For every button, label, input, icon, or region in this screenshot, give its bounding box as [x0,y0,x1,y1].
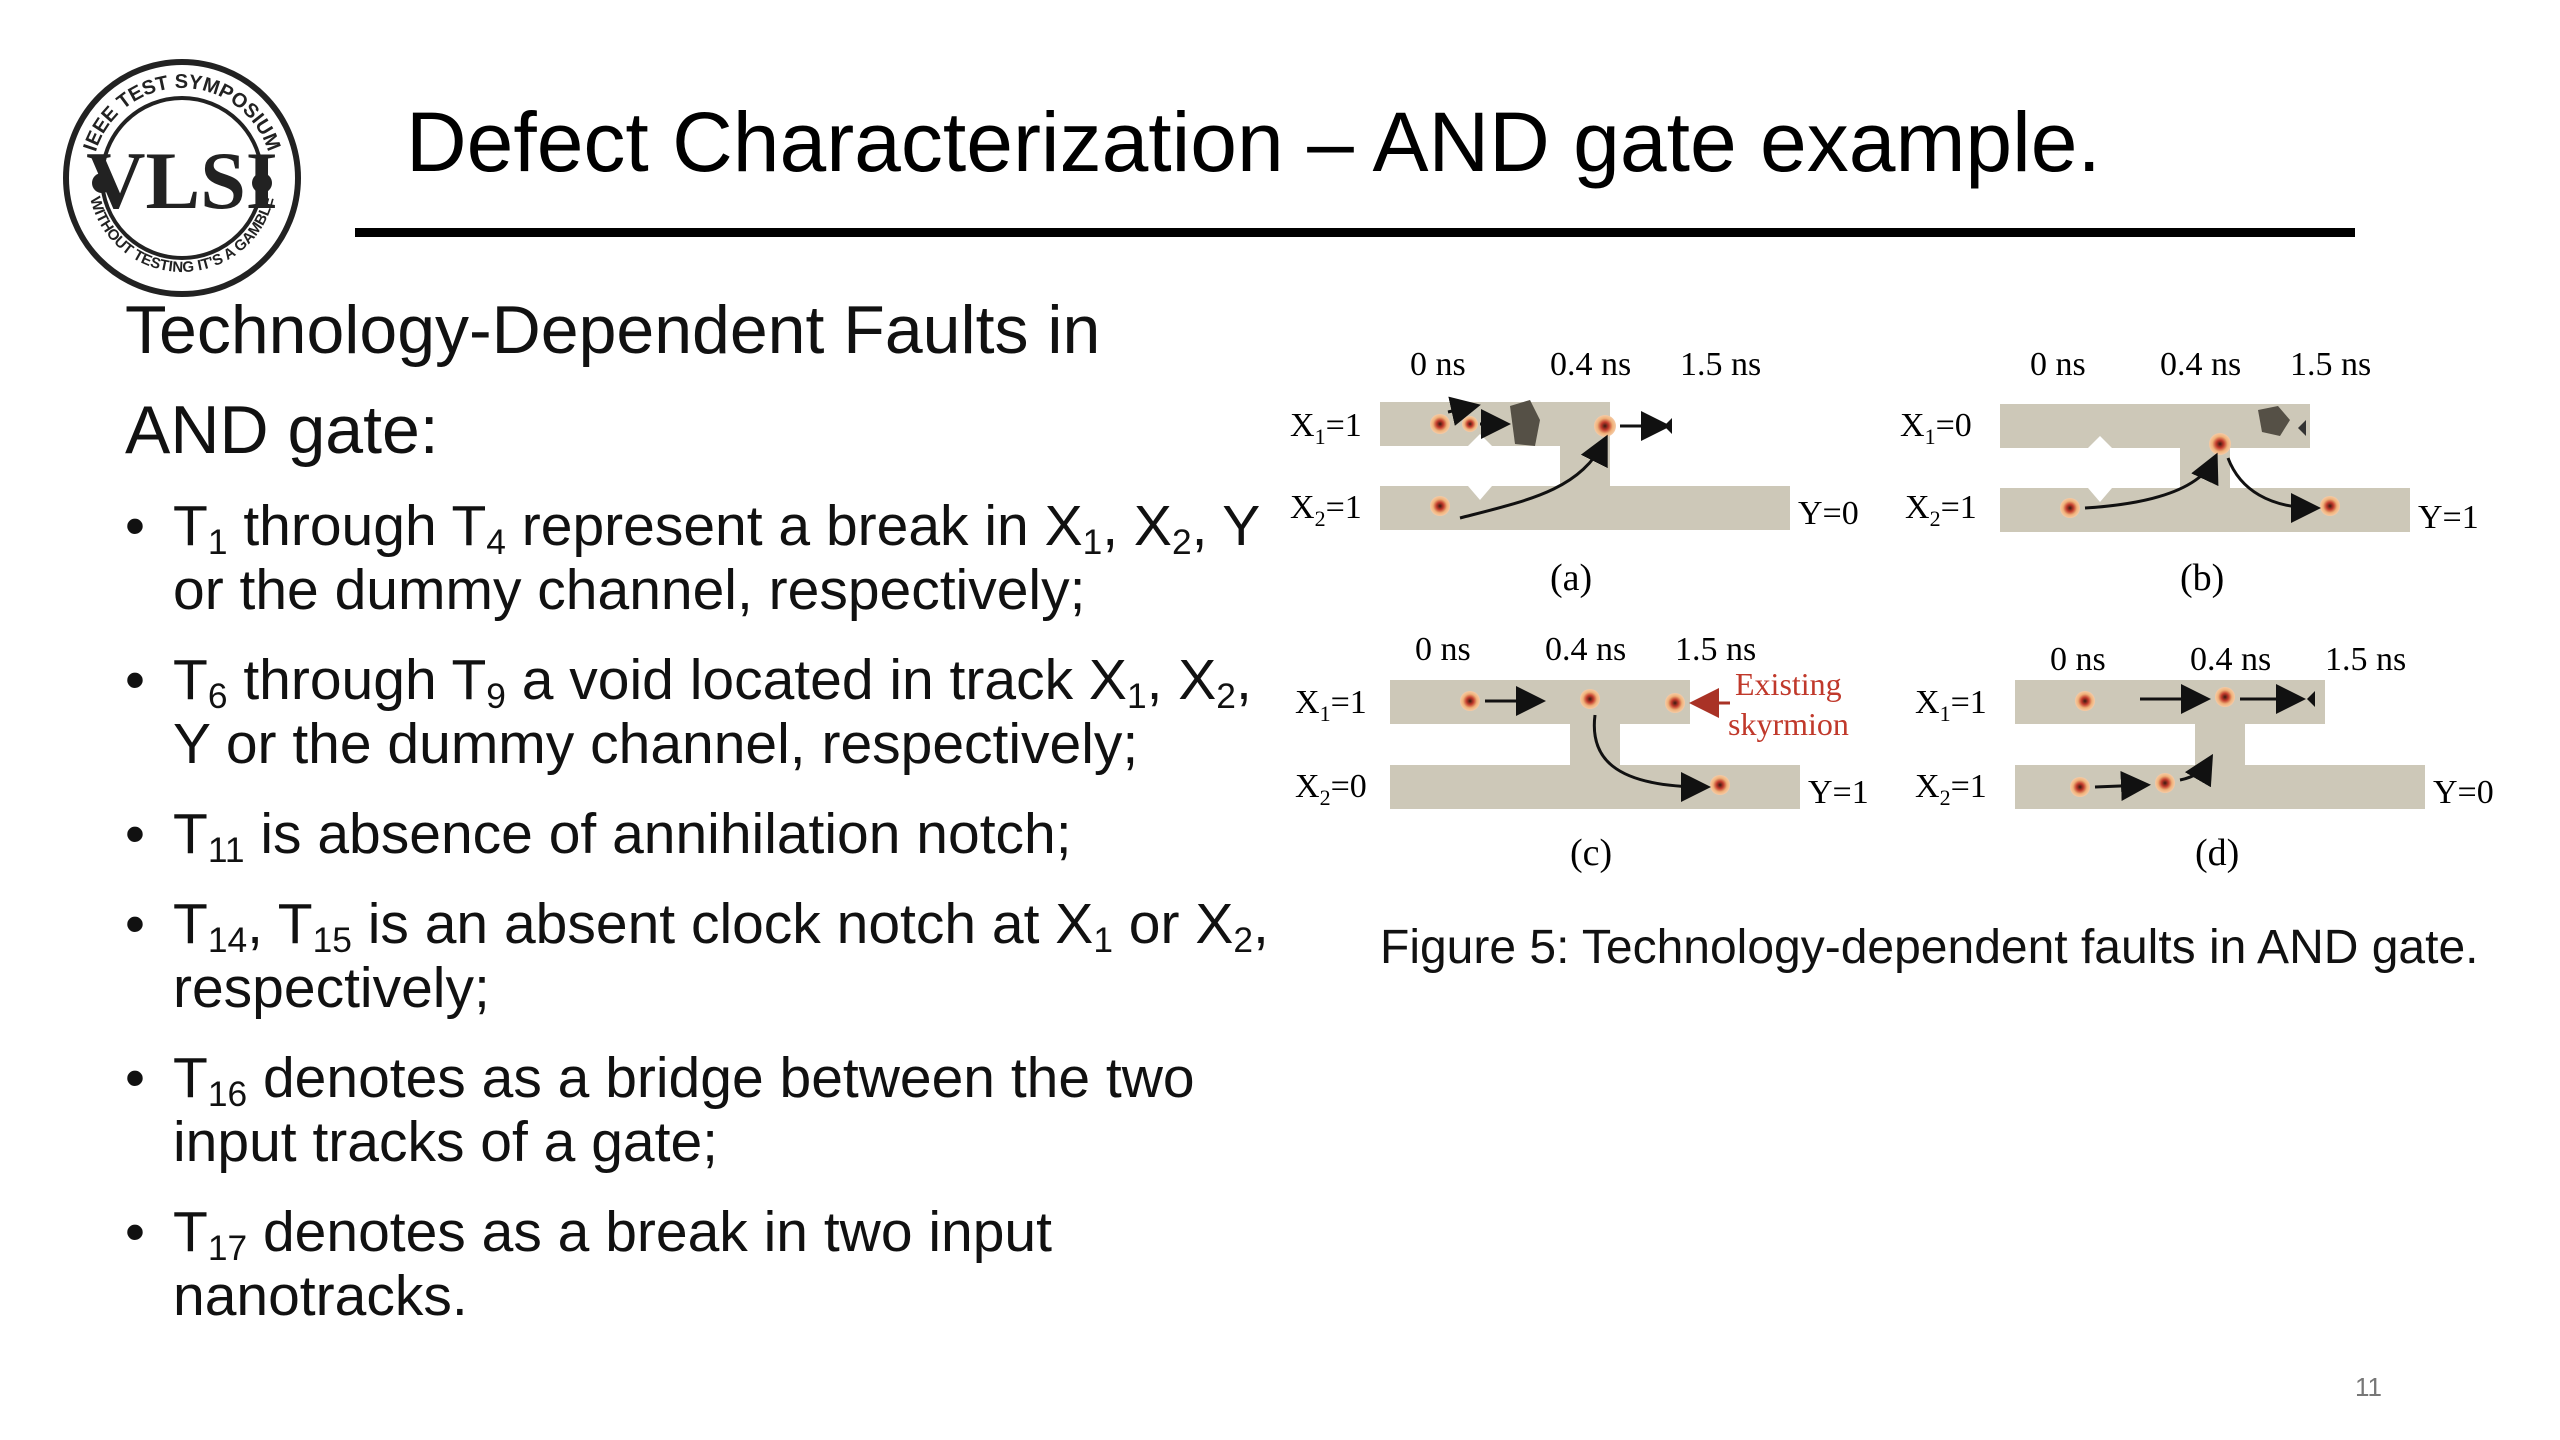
panel-b: 0 ns 0.4 ns 1.5 ns X1=0 X2=1 Y=1 (b) [1900,346,2479,599]
svg-text:0 ns: 0 ns [2050,641,2106,678]
svg-text:skyrmion: skyrmion [1728,706,1849,742]
fault-item-t17: T17 denotes as a break in two input nano… [125,1200,1285,1328]
figure-caption: Figure 5: Technology-dependent faults in… [1380,921,2479,974]
svg-text:1.5 ns: 1.5 ns [1675,631,1756,668]
void-defect [2258,406,2290,436]
svg-text:Existing: Existing [1735,666,1842,702]
and-gate-fault-figure: 0 ns 0.4 ns 1.5 ns X1=1 X2=1 Y=0 (a) 0 n… [1290,340,2530,900]
svg-text:X2=1: X2=1 [1915,768,1987,810]
void-defect [1510,400,1540,446]
svg-text:X2=0: X2=0 [1295,768,1367,810]
svg-text:X1=1: X1=1 [1295,684,1367,726]
svg-text:Y=1: Y=1 [1808,774,1869,811]
fault-description-column: Technology-Dependent Faults in AND gate:… [125,280,1285,1354]
vlsi-test-symposium-logo: IEEE TEST SYMPOSIUM WITHOUT TESTING IT'S… [63,59,301,297]
svg-text:(a): (a) [1550,557,1592,599]
svg-text:Y=0: Y=0 [1798,495,1859,532]
panel-d: 0 ns 0.4 ns 1.5 ns X1=1 X2=1 Y=0 (d) [1915,641,2494,874]
svg-text:(c): (c) [1570,832,1612,874]
svg-text:VLSI: VLSI [86,135,277,226]
fault-item-t16: T16 denotes as a bridge between the two … [125,1046,1285,1174]
svg-text:1.5 ns: 1.5 ns [1680,346,1761,383]
section-heading-line2: AND gate: [125,392,439,468]
svg-text:X2=1: X2=1 [1290,489,1362,531]
section-heading-line1: Technology-Dependent Faults in [125,292,1101,368]
svg-text:0.4 ns: 0.4 ns [2190,641,2271,678]
svg-text:(d): (d) [2195,832,2239,874]
fault-item-t6-t9: T6 through T9 a void located in track X1… [125,648,1285,776]
fault-list: T1 through T4 represent a break in X1, X… [125,494,1285,1328]
panel-c: 0 ns 0.4 ns 1.5 ns Existing skyrmion X1=… [1295,631,1869,874]
svg-text:1.5 ns: 1.5 ns [2290,346,2371,383]
panel-a: 0 ns 0.4 ns 1.5 ns X1=1 X2=1 Y=0 (a) [1290,346,1859,599]
svg-text:(b): (b) [2180,557,2224,599]
svg-text:0.4 ns: 0.4 ns [1550,346,1631,383]
fault-diagram-svg: 0 ns 0.4 ns 1.5 ns X1=1 X2=1 Y=0 (a) 0 n… [1290,346,2494,874]
page-number: 11 [2355,1372,2382,1402]
svg-text:Y=0: Y=0 [2433,774,2494,811]
slide-title: Defect Characterization – AND gate examp… [406,95,2101,189]
svg-text:0 ns: 0 ns [1410,346,1466,383]
svg-text:Y=1: Y=1 [2418,499,2479,536]
svg-text:X1=1: X1=1 [1915,684,1987,726]
svg-text:X2=1: X2=1 [1905,489,1977,531]
title-divider [355,228,2355,237]
svg-text:0.4 ns: 0.4 ns [2160,346,2241,383]
svg-text:0 ns: 0 ns [1415,631,1471,668]
svg-text:0.4 ns: 0.4 ns [1545,631,1626,668]
svg-text:X1=1: X1=1 [1290,407,1362,449]
fault-item-t1-t4: T1 through T4 represent a break in X1, X… [125,494,1285,622]
section-heading: Technology-Dependent Faults in AND gate: [125,280,1285,480]
svg-text:0 ns: 0 ns [2030,346,2086,383]
fault-item-t14-t15: T14, T15 is an absent clock notch at X1 … [125,892,1285,1020]
svg-text:1.5 ns: 1.5 ns [2325,641,2406,678]
fault-item-t11: T11 is absence of annihilation notch; [125,802,1285,868]
svg-text:X1=0: X1=0 [1900,407,1972,449]
